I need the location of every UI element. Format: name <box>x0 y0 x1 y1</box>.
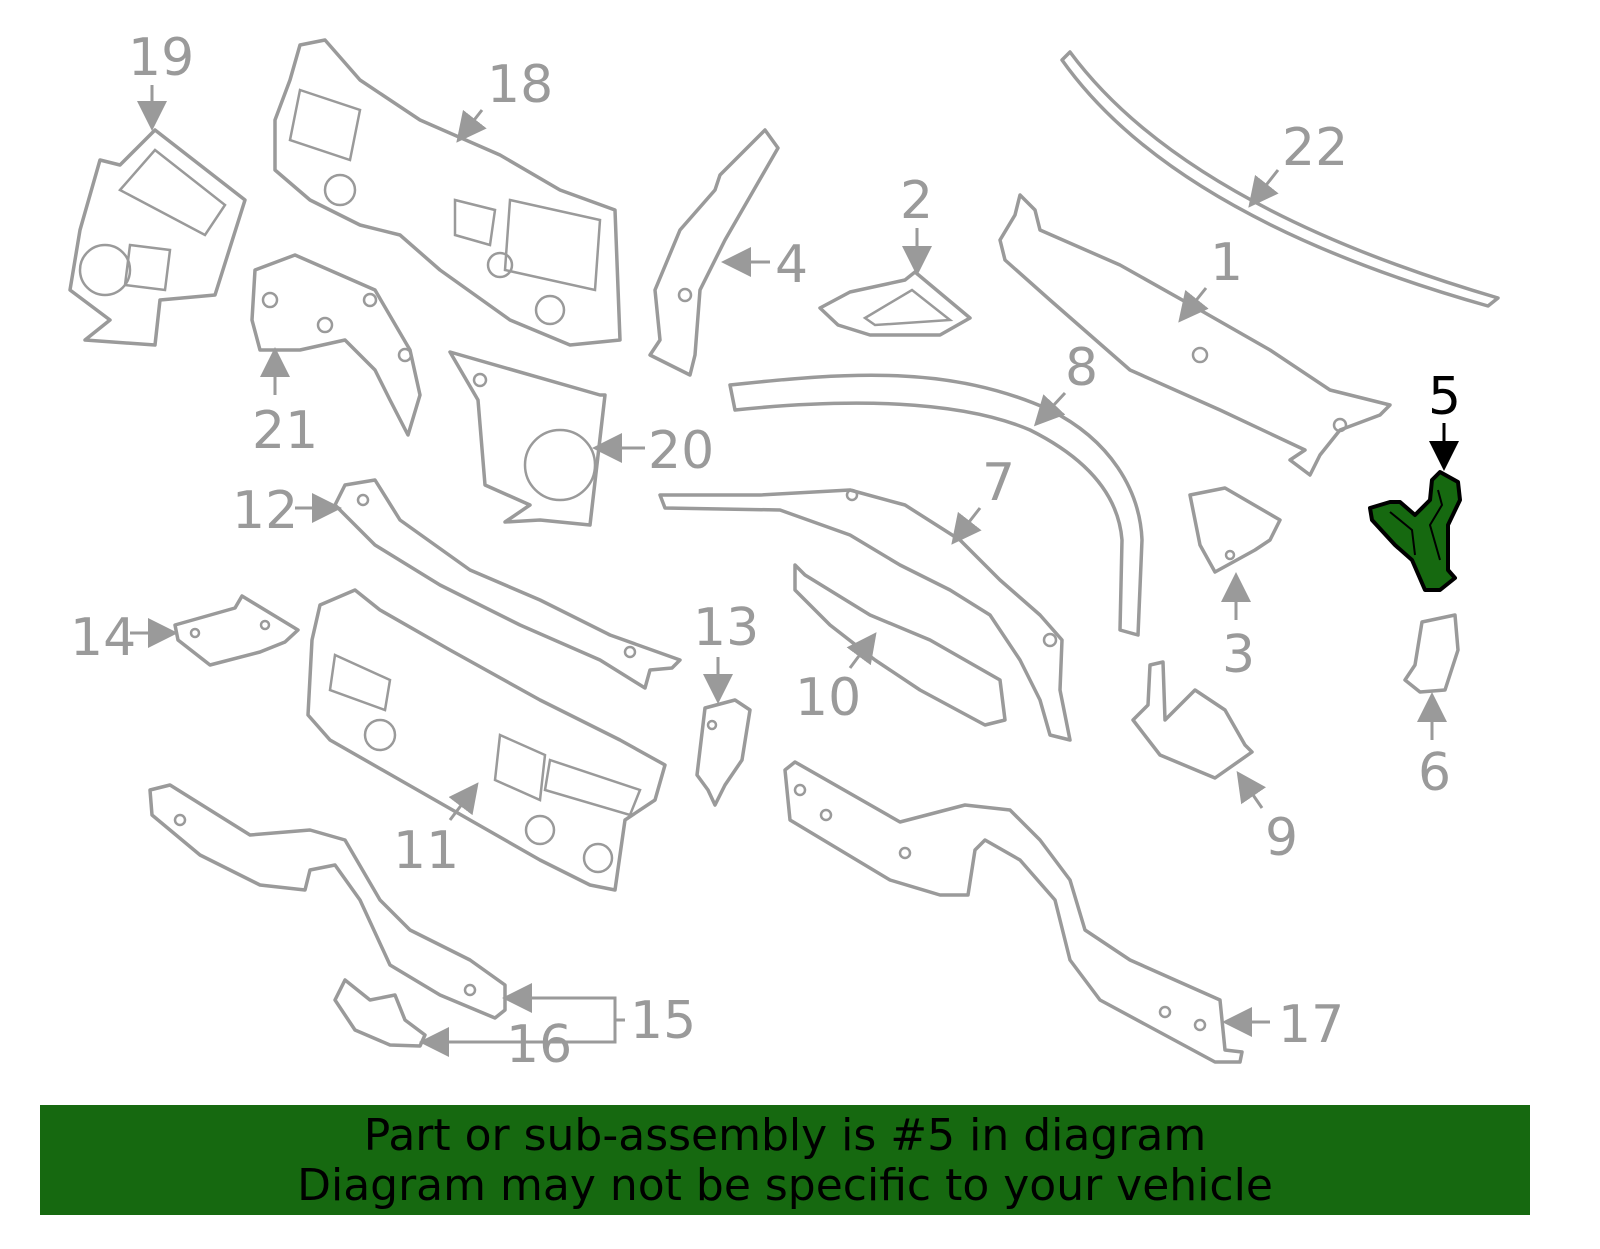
part-8[interactable] <box>728 373 1144 637</box>
callout-19: 19 <box>128 28 194 88</box>
banner-line-2: Diagram may not be specific to your vehi… <box>297 1160 1273 1211</box>
part-20[interactable] <box>448 350 607 527</box>
part-9[interactable] <box>1131 660 1254 780</box>
part-12[interactable] <box>333 478 682 690</box>
callout-6: 6 <box>1418 743 1451 803</box>
part-18[interactable] <box>273 38 622 347</box>
part-4[interactable] <box>648 128 780 377</box>
callout-3: 3 <box>1222 625 1255 685</box>
callout-22: 22 <box>1282 118 1348 178</box>
callout-11: 11 <box>393 821 459 881</box>
part-2[interactable] <box>818 270 972 337</box>
part-19[interactable] <box>68 128 247 347</box>
callout-14: 14 <box>70 608 136 668</box>
part-10[interactable] <box>793 563 1007 727</box>
callout-13: 13 <box>693 598 759 658</box>
callout-5-selected: 5 <box>1428 367 1461 427</box>
part-17[interactable] <box>783 760 1244 1064</box>
callout-16: 16 <box>506 1015 572 1075</box>
callout-7: 7 <box>982 453 1015 513</box>
part-22[interactable] <box>1060 50 1500 308</box>
part-14[interactable] <box>173 594 300 667</box>
callout-2: 2 <box>900 171 933 231</box>
part-3[interactable] <box>1188 486 1282 574</box>
part-15[interactable] <box>148 783 507 1020</box>
part-7[interactable] <box>658 488 1072 742</box>
part-1[interactable] <box>998 193 1392 477</box>
callout-17: 17 <box>1278 995 1344 1055</box>
callout-8: 8 <box>1065 338 1098 398</box>
leader-lines <box>130 85 1459 1057</box>
callout-15: 15 <box>630 991 696 1051</box>
callout-20: 20 <box>648 421 714 481</box>
callout-12: 12 <box>232 481 298 541</box>
part-16[interactable] <box>333 978 427 1048</box>
callout-4: 4 <box>775 235 808 295</box>
callout-9: 9 <box>1265 808 1298 868</box>
info-banner: Part or sub-assembly is #5 in diagram Di… <box>40 1105 1530 1215</box>
callout-10: 10 <box>795 668 861 728</box>
part-13[interactable] <box>695 698 752 807</box>
callout-1: 1 <box>1210 233 1243 293</box>
part-6[interactable] <box>1403 613 1460 694</box>
callout-18: 18 <box>487 55 553 115</box>
callout-21: 21 <box>252 401 318 461</box>
part-11[interactable] <box>306 588 667 892</box>
banner-line-1: Part or sub-assembly is #5 in diagram <box>363 1110 1207 1161</box>
part-5-highlighted[interactable] <box>1368 470 1462 592</box>
